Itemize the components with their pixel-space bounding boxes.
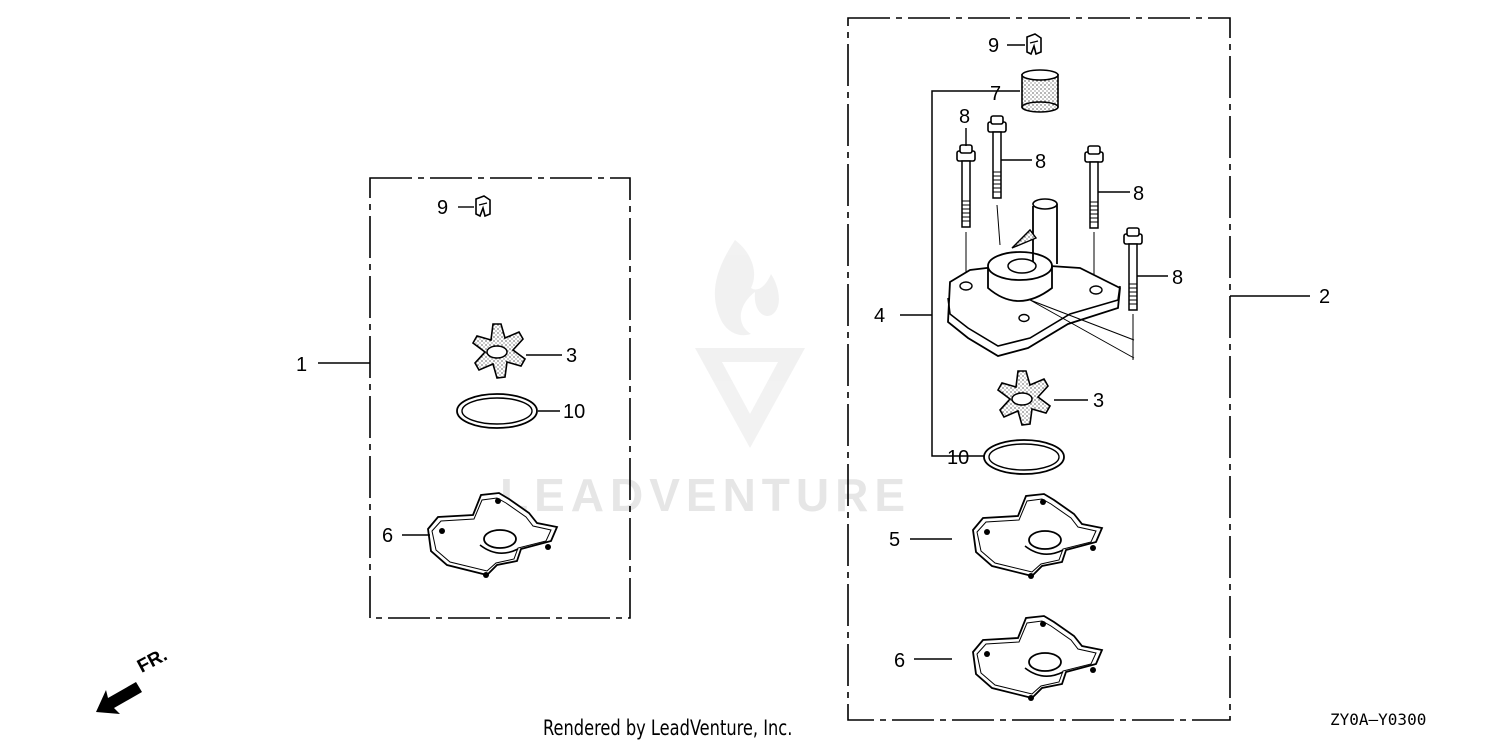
part-10-oring-right[interactable]: 10: [946, 439, 1065, 475]
kit-right-callout[interactable]: 2: [1230, 286, 1330, 308]
callout-1: 1: [296, 354, 307, 376]
watermark-logo: [695, 240, 805, 448]
svg-text:6: 6: [382, 525, 393, 547]
part-3-impeller-right[interactable]: 3: [997, 370, 1104, 426]
kit-right-frame: [847, 17, 1231, 721]
svg-text:5: 5: [889, 529, 900, 551]
rendered-by-credit: Rendered by LeadVenture, Inc.: [543, 716, 793, 740]
part-8-bolt-b[interactable]: 8: [987, 115, 1046, 246]
part-9-clip-left[interactable]: 9: [437, 195, 491, 219]
svg-text:3: 3: [1093, 390, 1104, 412]
svg-text:7: 7: [990, 83, 1001, 105]
svg-text:9: 9: [437, 197, 448, 219]
part-8-bolt-d[interactable]: 8: [1123, 227, 1183, 360]
part-6-plate-right[interactable]: 6: [894, 615, 1103, 702]
kit-left-callout[interactable]: 1: [296, 354, 370, 376]
svg-text:6: 6: [894, 650, 905, 672]
part-10-oring-left[interactable]: 10: [456, 393, 585, 429]
svg-text:4: 4: [874, 305, 885, 327]
front-arrow-icon: [96, 682, 142, 714]
part-6-plate-left[interactable]: 6: [382, 492, 558, 579]
svg-text:8: 8: [959, 106, 970, 128]
svg-text:9: 9: [988, 35, 999, 57]
diagram-code: ZY0A—Y0300: [1330, 710, 1427, 729]
callout-2: 2: [1319, 286, 1330, 308]
part-7-grommet[interactable]: 7: [990, 69, 1059, 113]
svg-text:8: 8: [1035, 151, 1046, 173]
svg-text:10: 10: [947, 447, 969, 469]
kit-left-frame: [369, 177, 631, 619]
part-9-clip-right[interactable]: 9: [988, 33, 1042, 57]
watermark-text: LEADVENTURE: [500, 469, 912, 521]
part-3-impeller-left[interactable]: 3: [472, 323, 577, 379]
part-4-pump-housing[interactable]: 4: [874, 198, 1135, 359]
pump-housing-bracket: [931, 90, 1020, 457]
part-5-plate[interactable]: 5: [889, 493, 1103, 580]
svg-text:3: 3: [566, 345, 577, 367]
svg-text:8: 8: [1133, 183, 1144, 205]
part-8-bolt-a[interactable]: 8: [956, 106, 976, 286]
svg-text:8: 8: [1172, 267, 1183, 289]
svg-text:10: 10: [563, 401, 585, 423]
